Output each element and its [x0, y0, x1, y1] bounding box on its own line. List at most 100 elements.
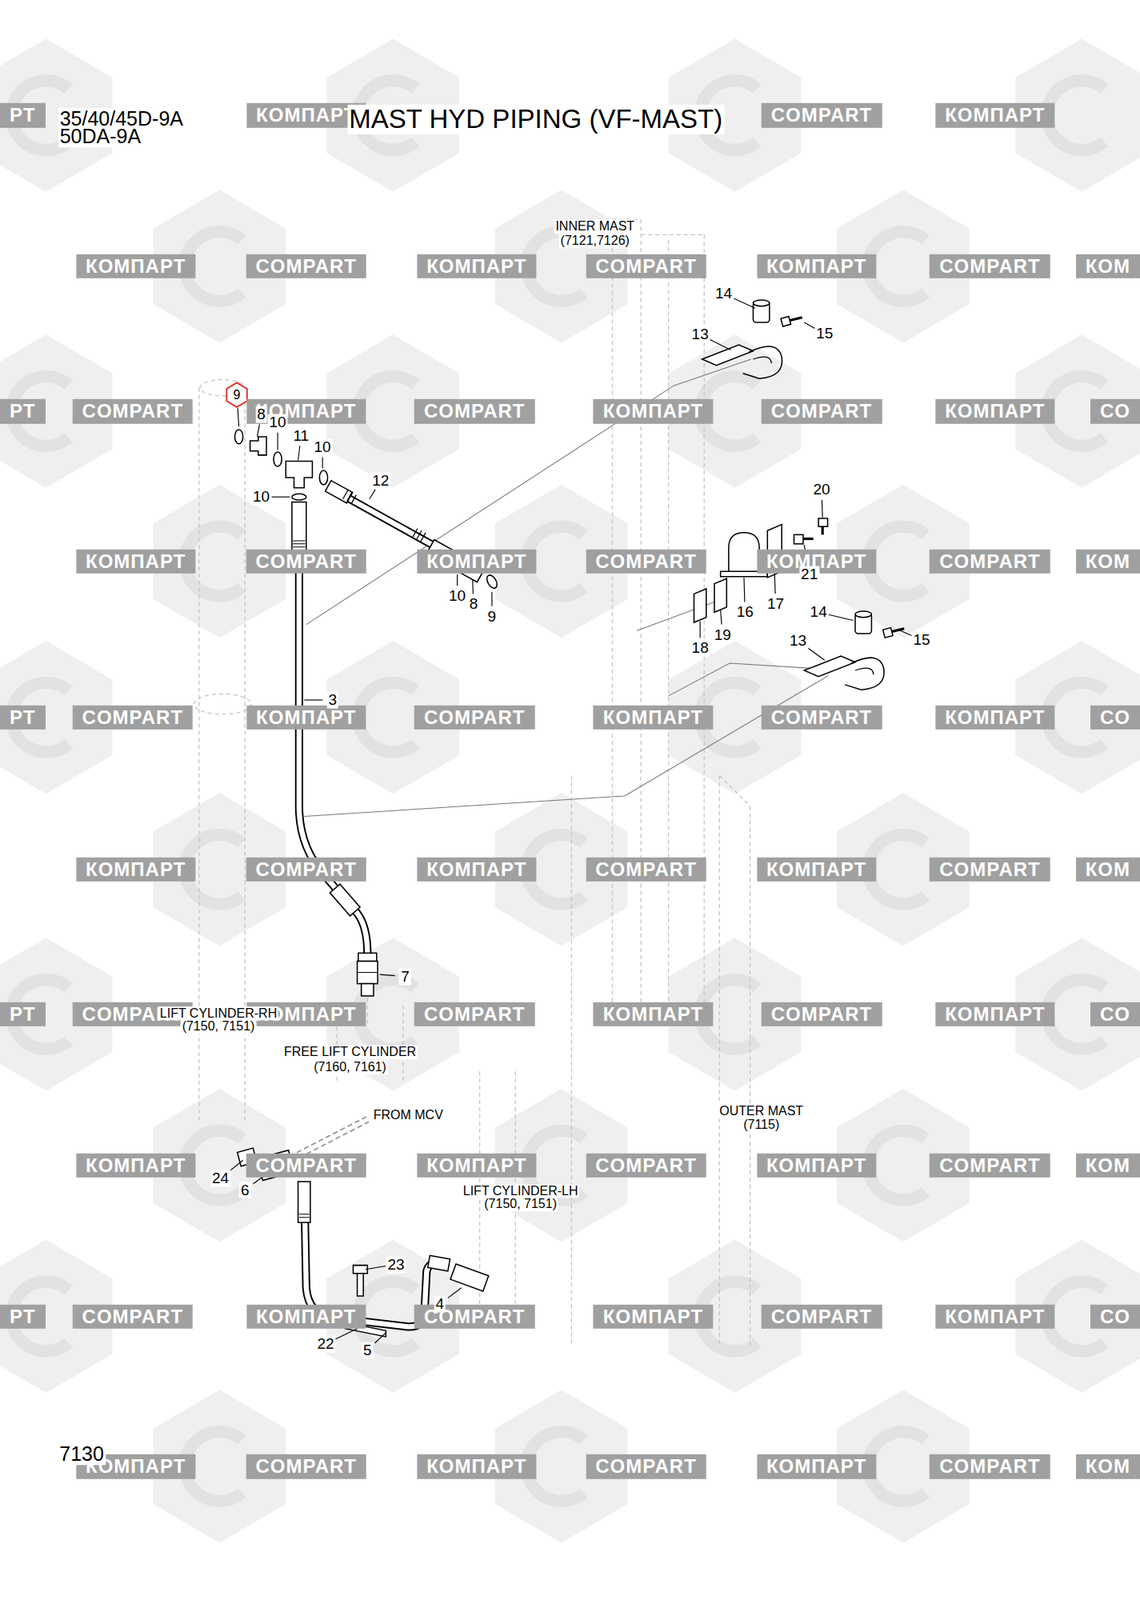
part-label: (7160, 7161) — [312, 1060, 388, 1076]
watermark-text: COMPART — [761, 705, 883, 730]
watermark-text: COMPART — [761, 1002, 883, 1027]
lower-piping — [352, 1265, 368, 1274]
leader-line — [228, 1160, 244, 1172]
callout-number: 15 — [911, 631, 932, 648]
watermark-text: COMPART — [585, 1454, 707, 1479]
watermark-text: COMPART — [761, 103, 883, 128]
callout-number: 14 — [808, 604, 829, 621]
leader-line — [828, 614, 854, 620]
leader-line — [821, 500, 824, 518]
logo-mark — [1047, 80, 1104, 151]
pipe-3 — [357, 972, 379, 973]
watermark-text: CO — [1090, 1002, 1140, 1027]
leader-line — [700, 621, 701, 638]
watermark-text: COMPART — [72, 399, 194, 424]
clamp-16-assembly — [728, 532, 760, 572]
callout-number: 19 — [712, 626, 733, 644]
lower-piping — [299, 1214, 310, 1218]
watermark-text: COMPART — [929, 1454, 1051, 1479]
leader-line — [369, 489, 376, 500]
watermark-text: COMPART — [585, 857, 707, 882]
part-label: LIFT CYLINDER-RH — [158, 1006, 279, 1021]
lower-piping — [298, 1119, 368, 1156]
callout-number: 5 — [361, 1341, 374, 1359]
reference-line — [304, 675, 829, 816]
watermark-text: КОМПАРТ — [246, 1304, 366, 1328]
callout-number: 10 — [267, 414, 288, 432]
watermark-text: COMPART — [72, 1304, 194, 1328]
watermark-text: COMPART — [761, 1304, 883, 1328]
reference-line — [304, 359, 829, 816]
watermark-text: COMPART — [245, 1454, 367, 1479]
callout-number: 20 — [811, 481, 832, 499]
watermark-text: COMPART — [245, 254, 367, 279]
watermark-text: COMPART — [414, 1304, 536, 1328]
leader-line — [472, 579, 474, 594]
upper-fittings — [234, 429, 243, 444]
clamp-16-assembly — [693, 588, 706, 623]
watermark-text: COMPART — [245, 1153, 367, 1178]
watermark-text: КОМПАРТ — [76, 857, 196, 882]
logo-mark — [358, 682, 416, 752]
logo-mark — [868, 232, 926, 302]
clamp-16-assembly — [818, 518, 828, 527]
callout-number: 13 — [788, 632, 808, 650]
upper-fittings — [319, 470, 328, 485]
callout-number: 22 — [315, 1336, 336, 1353]
pipe-3 — [358, 952, 377, 961]
mast-outline — [193, 219, 750, 1347]
leader-line — [732, 298, 756, 309]
watermark-text: COMPART — [585, 254, 707, 279]
watermark-text: КОМПАРТ — [756, 857, 876, 882]
part-label: (7150, 7151) — [180, 1020, 257, 1035]
watermark-text: КОМПАРТ — [416, 548, 536, 573]
callout-number: 13 — [690, 326, 711, 344]
page-number: 7130 — [57, 1443, 106, 1466]
watermark-text: КОМ — [1076, 857, 1140, 882]
leader-line — [375, 1332, 387, 1344]
logo-mark — [868, 526, 926, 596]
watermark-text: COMPART — [929, 1153, 1051, 1178]
watermark-text: КОМПАРТ — [416, 1153, 536, 1178]
clamp-16-assembly — [803, 537, 814, 540]
watermark-text: PT — [0, 705, 46, 730]
callout-number: 23 — [385, 1256, 406, 1273]
part-label: FROM MCV — [372, 1108, 445, 1124]
callout-number: 11 — [291, 427, 311, 444]
watermark-text: COMPART — [414, 705, 536, 730]
watermark-text: CO — [1090, 399, 1140, 424]
watermark-text: КОМПАРТ — [76, 548, 196, 573]
leader-line — [257, 424, 260, 437]
upper-fittings — [292, 493, 307, 500]
mast-outline — [367, 997, 368, 1025]
leader-line — [365, 1265, 387, 1269]
hose-12 — [343, 489, 426, 542]
callout-number: 15 — [814, 325, 835, 343]
pipe-3 — [292, 502, 378, 996]
clamp-16-assembly — [821, 526, 824, 535]
watermark-text: КОМПАРТ — [76, 254, 196, 279]
callout-number: 10 — [312, 438, 333, 456]
callout-number: 9 — [486, 608, 499, 625]
lower-piping — [428, 1255, 451, 1272]
clamp-assembly — [804, 611, 904, 690]
watermark-text: КОМПАРТ — [416, 254, 536, 279]
callout-number: 18 — [690, 640, 711, 657]
clamp-assembly — [702, 300, 803, 379]
watermark-text: COMPART — [929, 548, 1051, 573]
upper-fittings — [273, 452, 282, 467]
part-label: (7150, 7151) — [482, 1197, 559, 1212]
callout-number: 8 — [255, 405, 268, 423]
leader-line — [709, 339, 732, 350]
callout-number: 7 — [399, 968, 412, 985]
logo-mark — [868, 1432, 926, 1502]
leader-lines — [228, 298, 913, 1344]
watermark-text: КОМПАРТ — [935, 1304, 1055, 1328]
watermark-text: КОМ — [1076, 1454, 1140, 1479]
clamp-16-assembly — [714, 578, 727, 612]
watermark-text: COMPART — [929, 254, 1051, 279]
reference-line — [668, 663, 829, 696]
part-label: INNER MAST — [553, 219, 636, 234]
logo-mark — [358, 376, 416, 447]
part-label: FREE LIFT CYLINDER — [282, 1044, 418, 1060]
